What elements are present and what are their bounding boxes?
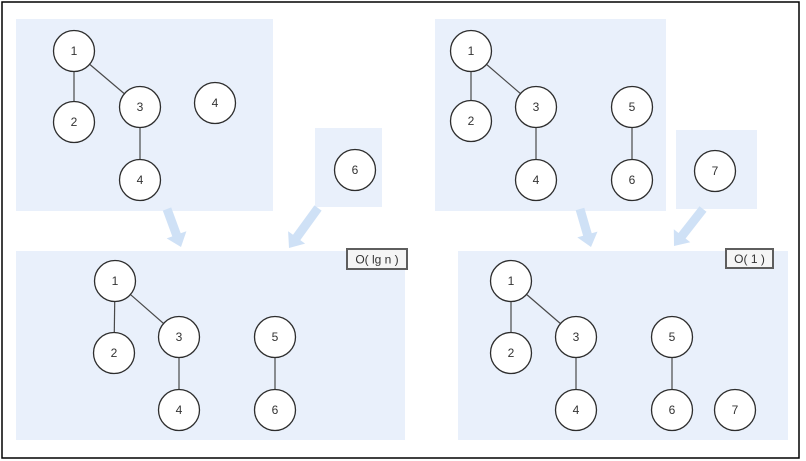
complexity-label-insert-box <box>725 248 774 269</box>
tree-node-1 <box>52 29 96 73</box>
tree-node-label-6: 6 <box>669 403 676 417</box>
graphs-layer: 1 2 3 4 4 6 1 2 3 4 5 6 7 1 2 3 4 5 6 1 2 3 4 5 6 7 <box>52 29 757 432</box>
tree-node-label-2: 2 <box>468 114 475 128</box>
tree-node-label-5: 5 <box>629 100 636 114</box>
tree-node-label-1: 1 <box>112 274 119 288</box>
tree-node-label-2: 2 <box>111 346 118 360</box>
tree-node-label-3: 3 <box>176 330 183 344</box>
tree-node-label-2: 2 <box>508 346 515 360</box>
tree-node-label-1: 1 <box>508 274 515 288</box>
tree-node-label-4: 4 <box>533 173 540 187</box>
merge-arrow-left-main-icon <box>162 207 187 247</box>
tree-node-label-4: 4 <box>573 403 580 417</box>
tree-node-label-5: 5 <box>272 330 279 344</box>
labels-layer: O( lg n ) O( 1 ) <box>346 248 774 270</box>
tree-node-label-3: 3 <box>573 330 580 344</box>
tree-node-label-6: 6 <box>272 403 279 417</box>
tree-node-6 <box>333 148 377 192</box>
tree-node-7 <box>713 388 757 432</box>
graph-bottom-right-result: 1 2 3 4 5 6 7 <box>489 259 757 432</box>
tree-node-1 <box>489 259 533 303</box>
graph-top-left-single-node: 6 <box>333 148 377 192</box>
tree-node-label-4: 4 <box>176 403 183 417</box>
graph-bottom-left-result: 1 2 3 4 5 6 <box>92 259 297 432</box>
tree-node-4 <box>118 158 162 202</box>
tree-node-label-4: 4 <box>137 173 144 187</box>
tree-node-4 <box>514 158 558 202</box>
tree-node-label-7: 7 <box>712 164 719 178</box>
tree-node-label-6: 6 <box>352 163 359 177</box>
tree-node-3 <box>157 315 201 359</box>
tree-node-2 <box>449 99 493 143</box>
tree-node-6 <box>253 388 297 432</box>
merge-arrow-right-main-icon <box>575 207 598 247</box>
tree-node-2 <box>489 331 533 375</box>
complexity-label-insert: O( 1 ) <box>725 248 774 269</box>
complexity-label-insert-text: O( 1 ) <box>734 252 765 266</box>
tree-node-3 <box>514 85 558 129</box>
tree-node-5 <box>610 85 654 129</box>
tree-node-1 <box>93 259 137 303</box>
tree-node-label-6: 6 <box>629 173 636 187</box>
merge-arrow-left-single-icon <box>288 205 322 248</box>
tree-node-2 <box>92 331 136 375</box>
tree-node-3 <box>554 315 598 359</box>
tree-node-5 <box>650 315 694 359</box>
tree-node-5 <box>253 315 297 359</box>
tree-node-label-1: 1 <box>71 44 78 58</box>
tree-node-4 <box>193 81 237 125</box>
merge-arrow-right-single-icon <box>673 206 707 246</box>
tree-node-2 <box>52 100 96 144</box>
tree-node-label-3: 3 <box>137 100 144 114</box>
tree-node-label-1: 1 <box>468 44 475 58</box>
tree-node-6 <box>610 158 654 202</box>
graph-top-right-forest: 1 2 3 4 5 6 <box>449 29 654 202</box>
tree-node-label-2: 2 <box>71 115 78 129</box>
arrows-layer <box>162 205 707 248</box>
tree-node-4 <box>554 388 598 432</box>
tree-node-1 <box>449 29 493 73</box>
tree-node-4 <box>157 388 201 432</box>
complexity-label-merge: O( lg n ) <box>346 248 408 270</box>
graph-top-right-single-node: 7 <box>693 149 737 193</box>
tree-node-3 <box>118 85 162 129</box>
complexity-label-merge-text: O( lg n ) <box>355 253 398 267</box>
complexity-label-merge-box <box>346 248 408 270</box>
tree-node-label-7: 7 <box>732 403 739 417</box>
panel-bottom-left-result <box>16 251 405 440</box>
tree-node-6 <box>650 388 694 432</box>
tree-node-label-4: 4 <box>212 96 219 110</box>
tree-node-7 <box>693 149 737 193</box>
graph-top-left-forest: 1 2 3 4 4 <box>52 29 237 202</box>
tree-node-label-5: 5 <box>669 330 676 344</box>
tree-node-label-3: 3 <box>533 100 540 114</box>
